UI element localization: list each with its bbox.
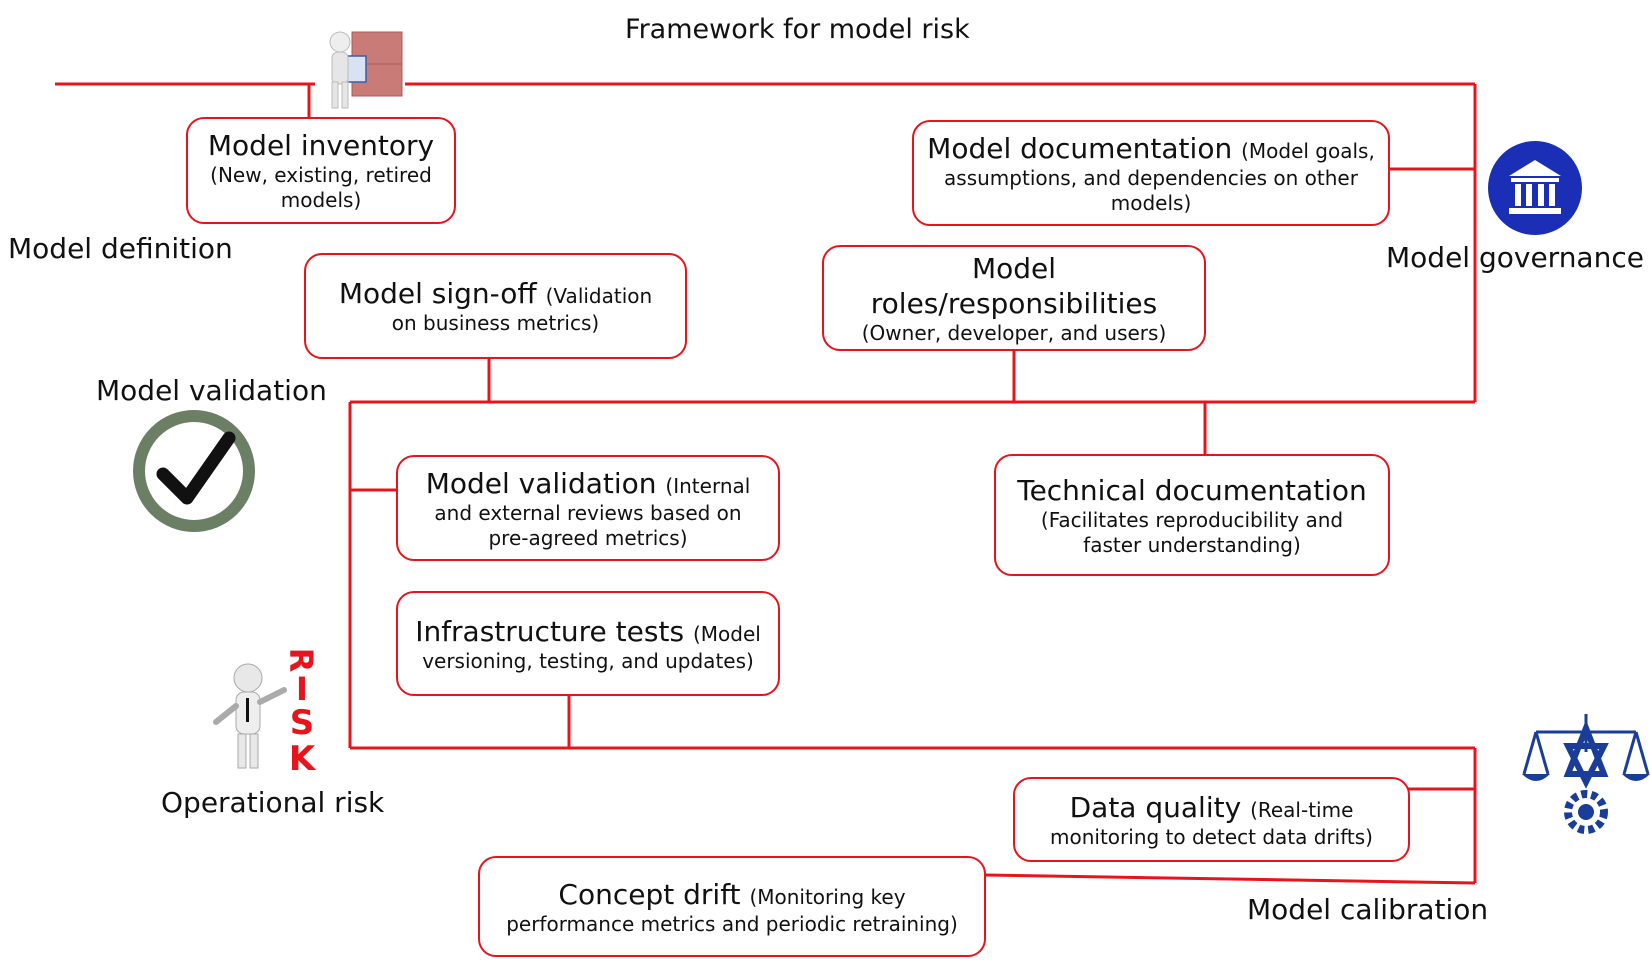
model-roles-detail: (Owner, developer, and users) [861,320,1167,345]
section-label-operational-risk: Operational risk [161,786,385,819]
data-quality-box: Data quality (Real-time monitoring to de… [1013,777,1410,862]
model-roles-box: Model roles/responsibilities (Owner, dev… [822,245,1206,351]
model-validation-box-title: Model validation [425,466,666,500]
data-quality-detail: (Real-time monitoring to detect data dri… [1050,797,1373,849]
model-documentation-detail: (Model goals, assumptions, and dependenc… [944,138,1375,215]
model-signoff-box: Model sign-off (Validation on business m… [304,253,687,359]
technical-documentation-box: Technical documentation (Facilitates rep… [994,454,1390,576]
model-roles-title: Model roles/responsibilities [870,251,1158,320]
bank-building-icon [1488,141,1582,235]
model-validation-box-detail: (Internal and external reviews based on … [434,473,751,550]
checkmark-circle-icon [133,410,255,532]
section-label-model-validation: Model validation [96,374,327,407]
model-documentation-box: Model documentation (Model goals, assump… [912,120,1390,226]
person-leaning-on-risk-letters-icon: R I S K [213,648,320,778]
model-inventory-box: Model inventory (New, existing, retired … [186,117,456,224]
risk-letter-r: R [282,648,320,673]
section-label-model-definition: Model definition [8,232,233,265]
model-validation-box: Model validation (Internal and external … [396,455,780,561]
scales-compass-gear-icon [1522,714,1650,834]
data-quality-title: Data quality [1069,790,1251,824]
model-inventory-title: Model inventory [207,129,435,162]
model-inventory-detail: (New, existing, retired models) [210,163,432,212]
person-with-boxes-icon [329,31,403,109]
technical-documentation-detail: (Facilitates reproducibility and faster … [1040,507,1344,557]
risk-letter-s: S [290,703,315,743]
concept-drift-title: Concept drift [558,877,750,911]
infrastructure-tests-detail: (Model versioning, testing, and updates) [422,621,761,673]
risk-letter-i: I [296,670,308,708]
diagram-title: Framework for model risk [625,14,970,45]
model-signoff-title: Model sign-off [338,277,546,310]
technical-documentation-title: Technical documentation [1017,473,1367,507]
infrastructure-tests-box: Infrastructure tests (Model versioning, … [396,591,780,696]
model-signoff-detail: (Validation on business metrics) [391,284,653,335]
risk-letter-k: K [289,739,317,778]
infrastructure-tests-title: Infrastructure tests [415,614,693,648]
concept-drift-box: Concept drift (Monitoring key performanc… [478,856,986,957]
concept-drift-detail: (Monitoring key performance metrics and … [506,884,958,936]
section-label-model-governance: Model governance [1386,241,1644,274]
model-documentation-title: Model documentation [927,131,1242,165]
section-label-model-calibration: Model calibration [1247,893,1489,926]
